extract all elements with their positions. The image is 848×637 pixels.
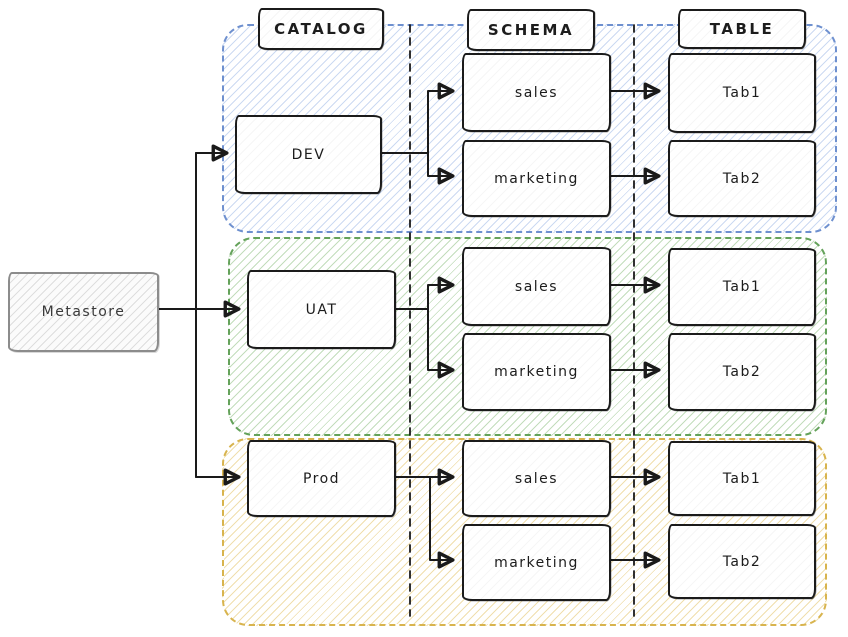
node-schema-sales-dev: sales <box>462 53 611 132</box>
node-table-tab1-uat: Tab1 <box>668 248 816 326</box>
node-table-tab1-prod: Tab1 <box>668 441 816 516</box>
node-catalog-prod: Prod <box>247 440 396 517</box>
node-table-tab2-prod: Tab2 <box>668 524 816 599</box>
connector-prod-marketing <box>429 476 455 569</box>
node-table-tab2-dev: Tab2 <box>668 140 816 217</box>
node-schema-marketing-uat: marketing <box>462 333 611 411</box>
connector-dev-sales <box>377 82 455 154</box>
node-schema-marketing-dev: marketing <box>462 140 611 217</box>
node-schema-sales-prod: sales <box>462 440 611 517</box>
column-header-catalog: CATALOG <box>258 8 384 50</box>
node-table-tab2-uat: Tab2 <box>668 333 816 411</box>
node-schema-marketing-prod: marketing <box>462 524 611 601</box>
node-metastore: Metastore <box>8 272 159 352</box>
connector-uat-sales <box>391 276 455 310</box>
node-schema-sales-uat: sales <box>462 247 611 326</box>
connector-uat-marketing <box>427 308 455 379</box>
node-catalog-dev: DEV <box>235 115 382 194</box>
column-header-table: TABLE <box>678 9 806 49</box>
node-catalog-uat: UAT <box>247 270 396 349</box>
connector-dev-marketing <box>427 152 455 185</box>
column-header-schema: SCHEMA <box>467 9 595 51</box>
node-table-tab1-dev: Tab1 <box>668 53 816 133</box>
